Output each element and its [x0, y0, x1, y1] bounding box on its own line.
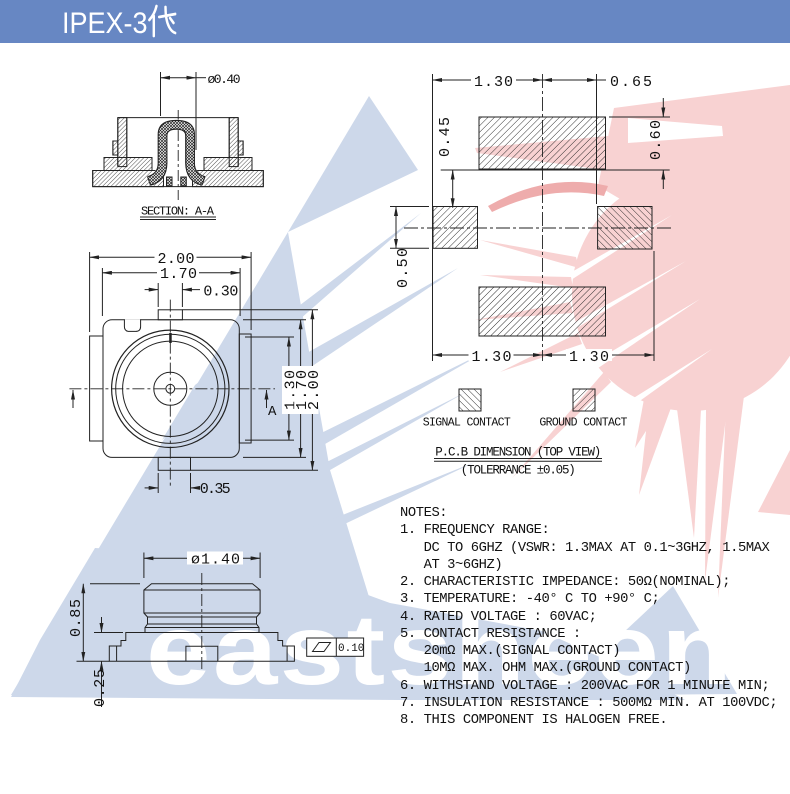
svg-text:0.65: 0.65: [610, 74, 652, 91]
svg-text:0.60: 0.60: [648, 120, 665, 160]
svg-text:1.30: 1.30: [474, 74, 513, 91]
svg-text:1.30: 1.30: [569, 349, 609, 366]
svg-text:0.30: 0.30: [203, 283, 238, 300]
svg-text:ø1.40: ø1.40: [191, 552, 240, 569]
svg-text:2.00: 2.00: [306, 370, 323, 410]
svg-text:ø0.40: ø0.40: [208, 72, 241, 87]
svg-text:1.70: 1.70: [160, 266, 197, 283]
svg-text:1.30: 1.30: [472, 349, 512, 366]
svg-text:0.50: 0.50: [395, 248, 412, 288]
svg-text:SIGNAL CONTACT: SIGNAL CONTACT: [423, 417, 511, 430]
svg-text:2.00: 2.00: [158, 251, 195, 268]
svg-text:A: A: [268, 404, 277, 420]
svg-text:0.10: 0.10: [338, 643, 364, 655]
svg-text:GROUND CONTACT: GROUND CONTACT: [539, 417, 627, 430]
svg-text:SECTION: A-A: SECTION: A-A: [141, 205, 215, 219]
svg-text:(TOLERRANCE ±0.05): (TOLERRANCE ±0.05): [461, 464, 576, 478]
svg-text:P.C.B DIMENSION (TOP VIEW): P.C.B DIMENSION (TOP VIEW): [435, 446, 601, 460]
svg-text:0.45: 0.45: [437, 117, 454, 157]
svg-text:0.85: 0.85: [68, 599, 85, 637]
svg-text:0.35: 0.35: [200, 481, 231, 498]
svg-text:0.25: 0.25: [92, 669, 109, 707]
